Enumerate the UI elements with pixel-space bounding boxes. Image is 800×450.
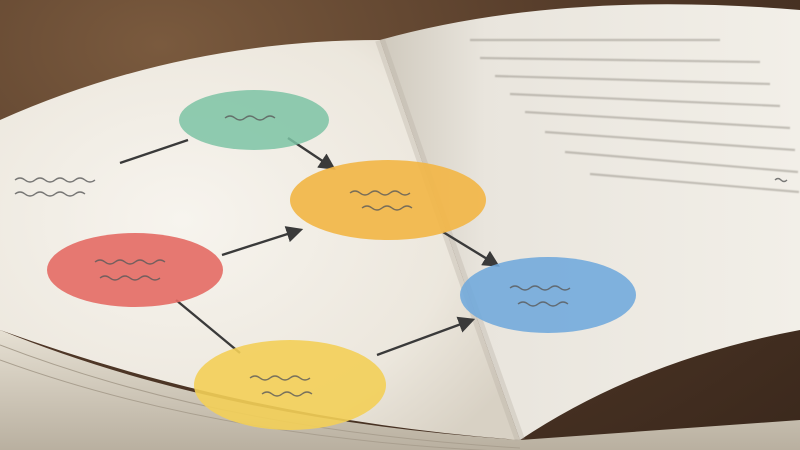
node-orange (290, 160, 486, 240)
page-stack-edge (0, 330, 800, 450)
arrow-orange-to-blue (442, 230, 500, 267)
node-red (47, 233, 223, 307)
left-page (0, 40, 520, 440)
arrow-yellow-to-blue (376, 316, 476, 357)
node-green (179, 90, 329, 150)
illegible-scribbles (14, 115, 788, 397)
node-blue (460, 257, 636, 333)
right-page (380, 4, 800, 441)
arrow-red-to-orange (221, 226, 304, 257)
diagram-nodes (47, 90, 636, 430)
line-note-to-green (119, 138, 189, 165)
node-yellow (194, 340, 386, 430)
right-page-text-lines (470, 38, 800, 194)
diagram-arrows (119, 137, 500, 357)
arrow-red-to-yellow (175, 299, 241, 354)
